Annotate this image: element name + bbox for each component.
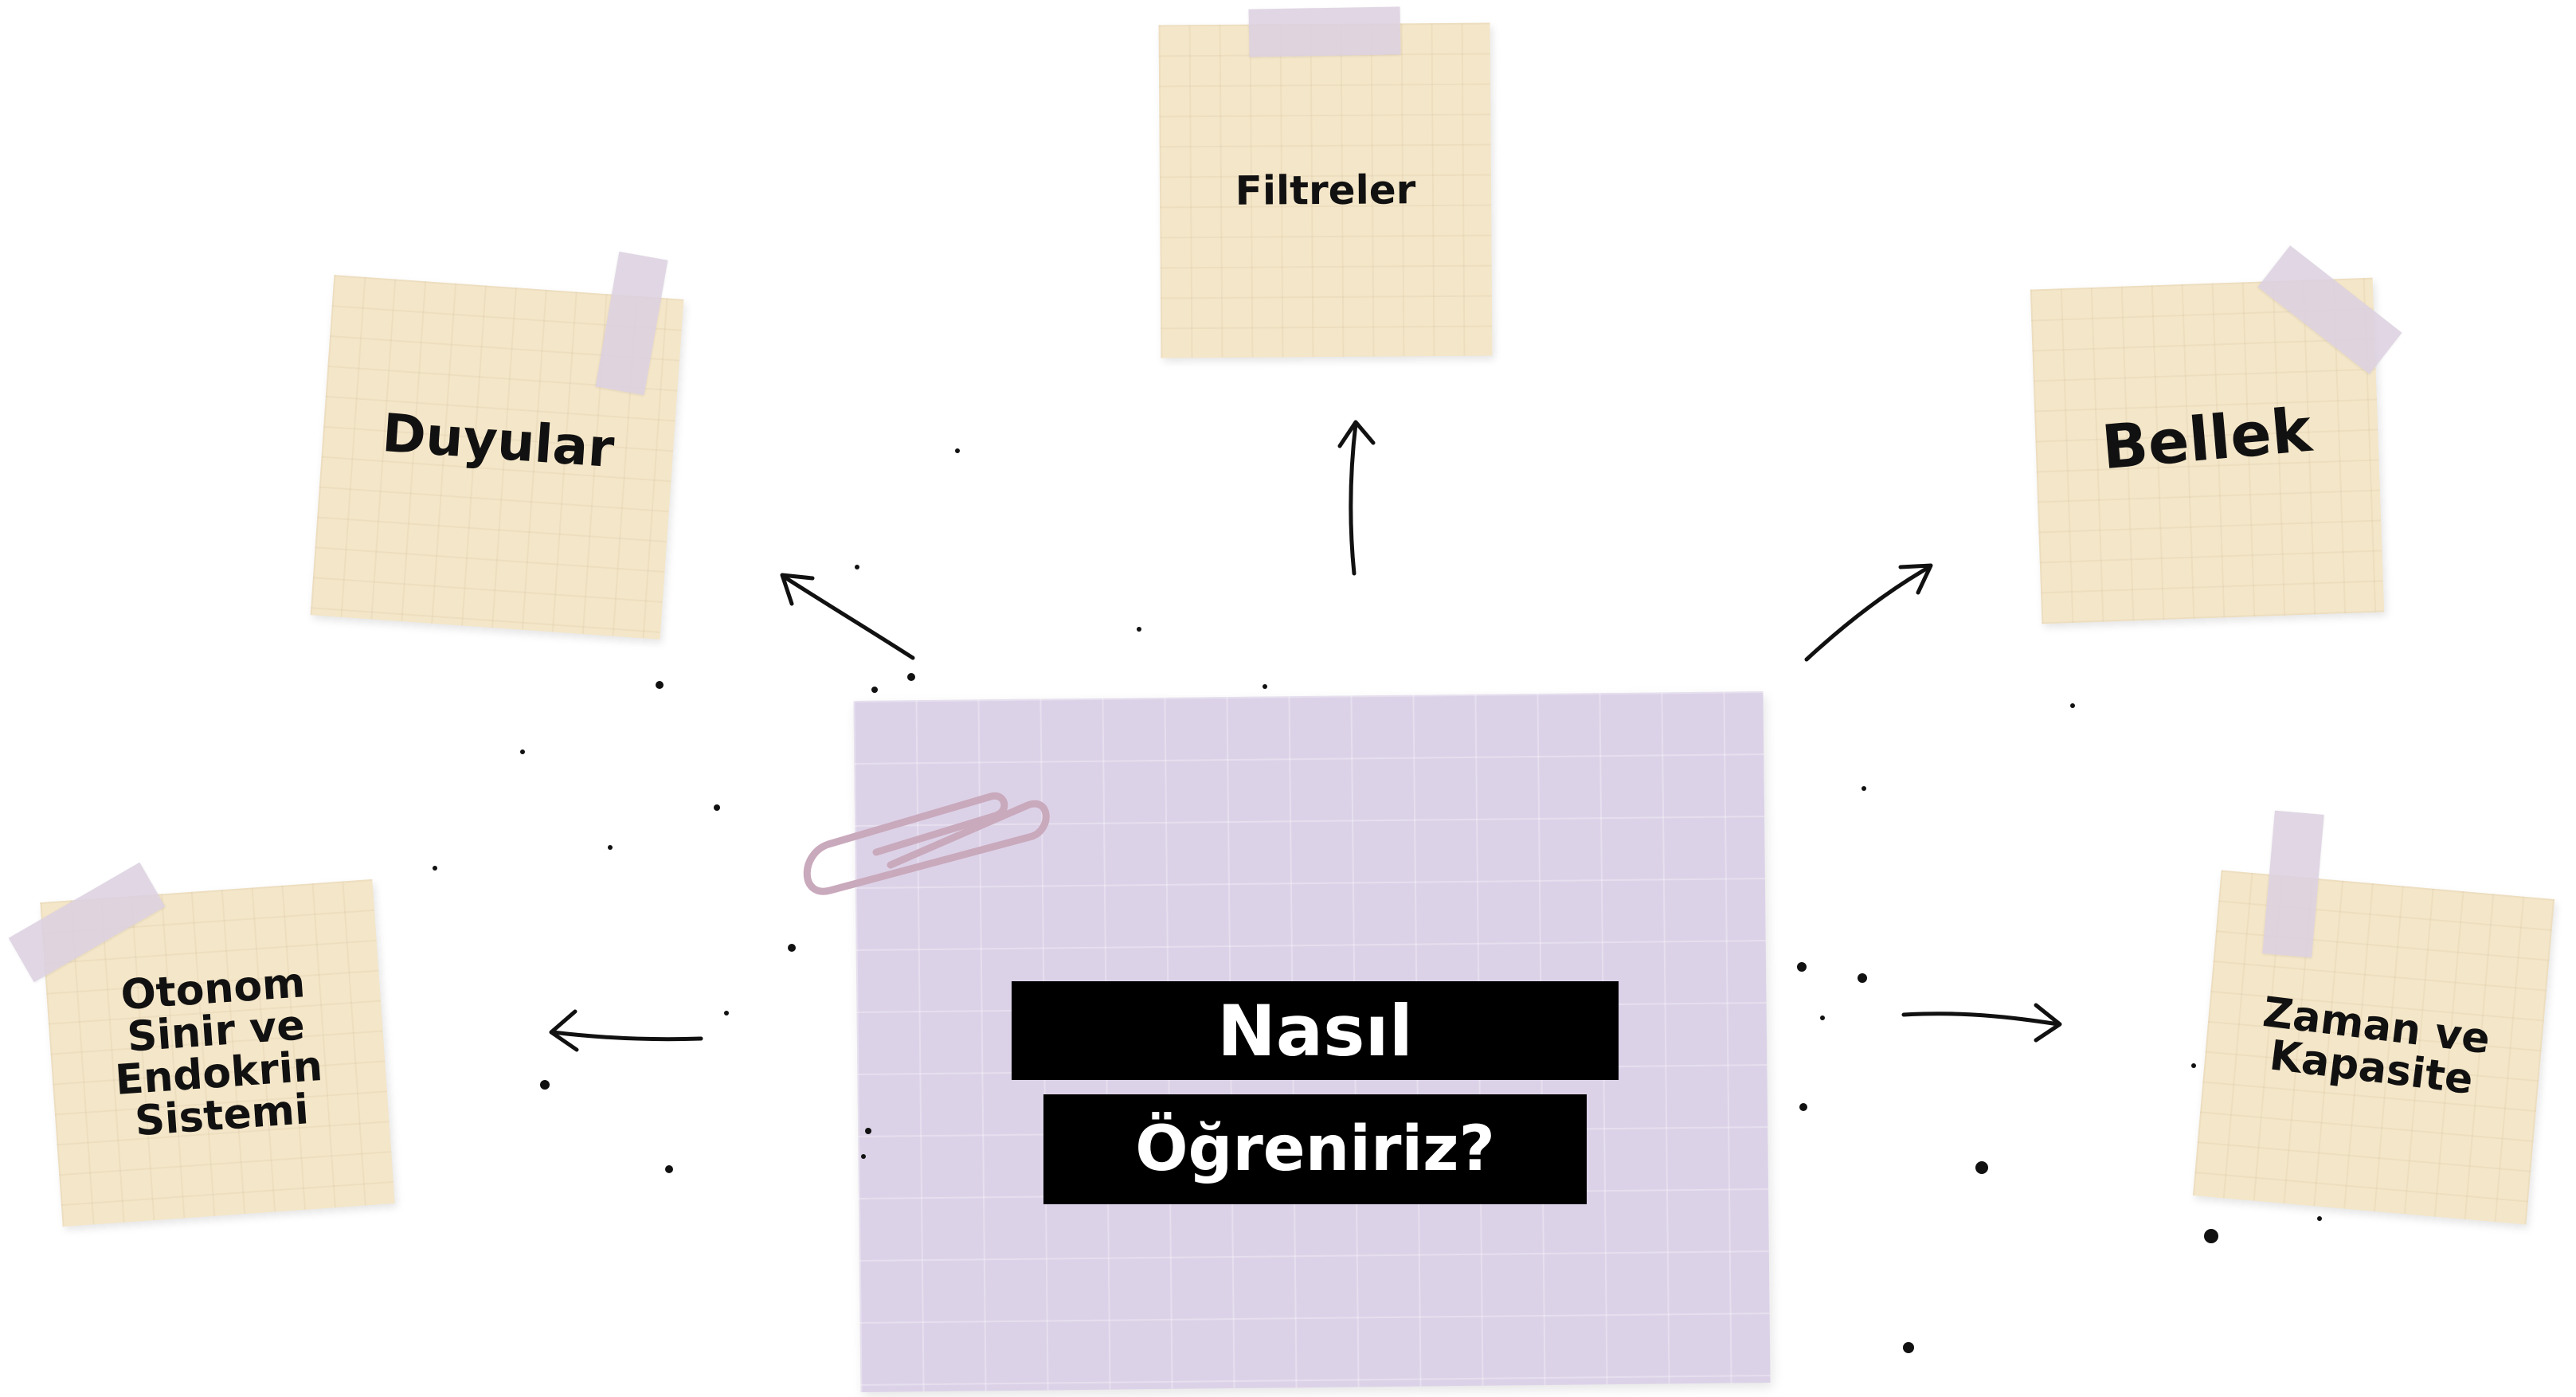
note-filtreler: Filtreler — [1158, 22, 1493, 358]
arrow-to-filtreler-icon — [1337, 420, 1376, 576]
title-line-2: Öğreniriz? — [1043, 1094, 1587, 1204]
title-line-1: Nasıl — [1012, 981, 1619, 1080]
arrow-to-bellek-icon — [1804, 563, 1933, 662]
note-otonom-line-4: Sistemi — [133, 1086, 311, 1146]
note-bellek-label: Bellek — [2099, 393, 2315, 483]
note-duyular-label: Duyular — [380, 402, 617, 480]
note-filtreler-label: Filtreler — [1235, 166, 1416, 214]
note-zaman: Zaman ve Kapasite — [2192, 870, 2555, 1225]
tape-filtreler — [1248, 6, 1401, 57]
arrow-to-zaman-icon — [1901, 1003, 2062, 1043]
note-zaman-label: Zaman ve Kapasite — [2255, 988, 2493, 1104]
arrow-to-otonom-icon — [549, 1009, 703, 1052]
arrow-to-duyular-icon — [780, 573, 915, 660]
note-otonom-label: Otonom Sinir ve Endokrin Sistemi — [108, 959, 327, 1146]
